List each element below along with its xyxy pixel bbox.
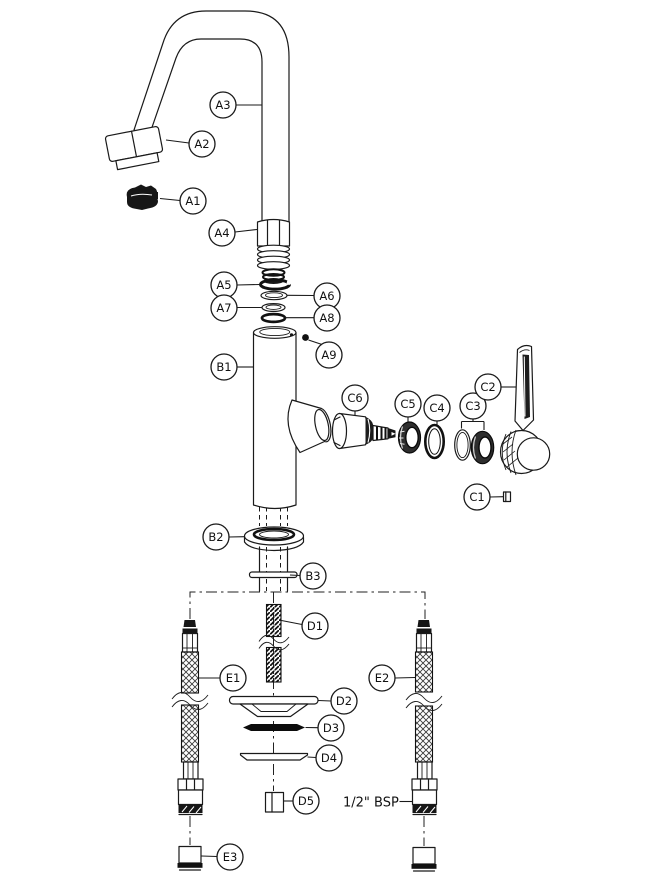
flexi-hose-e2 <box>405 620 443 816</box>
part-label-c1: C1 <box>463 483 504 511</box>
part-label-e3: E3 <box>201 843 244 871</box>
spout-adapter-a4 <box>256 218 291 284</box>
part-label-e2: E2 <box>368 664 416 692</box>
part-label-a5: A5 <box>210 271 261 299</box>
spout-tube-a3 <box>133 10 290 224</box>
part-label-d5: D5 <box>284 787 320 815</box>
threaded-rod-d1 <box>258 603 290 683</box>
thread-size-note: 1/2" BSP <box>343 796 412 811</box>
part-label-d4: D4 <box>307 744 343 772</box>
aerator-nut-a2 <box>104 126 164 171</box>
o-ring-a8 <box>260 312 287 324</box>
washer-a6 <box>260 290 288 301</box>
faucet-body-b1 <box>252 326 332 510</box>
part-label-c6: C6 <box>341 384 369 415</box>
svg-text:A2: A2 <box>194 137 209 151</box>
aerator-insert-a1 <box>126 184 158 210</box>
part-label-a7: A7 <box>210 294 262 322</box>
part-label-a3: A3 <box>209 91 262 119</box>
hose-seal-e3 <box>177 845 203 871</box>
svg-text:B2: B2 <box>208 530 223 544</box>
base-gasket-b3 <box>248 571 298 579</box>
shaped-washer-d4 <box>239 752 309 761</box>
part-label-c5: C5 <box>394 390 422 422</box>
svg-text:D2: D2 <box>336 694 352 708</box>
cartridge-nut-c5 <box>397 421 422 454</box>
part-label-a2: A2 <box>165 130 216 158</box>
flexi-hose-e1 <box>171 620 209 816</box>
part-label-c2: C2 <box>474 373 517 401</box>
grub-screw-a9 <box>302 334 309 341</box>
svg-text:E2: E2 <box>375 671 390 685</box>
svg-text:D1: D1 <box>307 619 323 633</box>
svg-text:A7: A7 <box>216 301 231 315</box>
part-label-a1: A1 <box>159 187 207 215</box>
part-label-a8: A8 <box>285 304 341 332</box>
svg-text:A8: A8 <box>319 311 334 325</box>
spacer-ring-c3a <box>454 429 471 461</box>
part-label-a9: A9 <box>308 339 343 369</box>
svg-text:E3: E3 <box>223 850 238 864</box>
mounting-nut-d5 <box>264 791 285 813</box>
part-label-e1: E1 <box>199 664 247 692</box>
part-label-d1: D1 <box>281 612 329 640</box>
ring-a7 <box>261 303 286 313</box>
svg-text:D4: D4 <box>321 751 337 765</box>
part-label-b2: B2 <box>202 523 245 551</box>
rubber-washer-d3 <box>243 724 305 731</box>
hose-seal-e3-right <box>411 846 437 872</box>
svg-text:A4: A4 <box>214 226 229 240</box>
cartridge-c6 <box>331 412 396 450</box>
svg-text:C1: C1 <box>469 490 484 504</box>
svg-text:C4: C4 <box>429 401 444 415</box>
handle-lever-c2 <box>499 344 551 476</box>
base-flange-b2 <box>243 526 305 552</box>
snap-ring-a5 <box>259 278 292 291</box>
cover-ring-c3b <box>470 430 495 465</box>
inlet-tubes <box>258 507 289 592</box>
clamp-plate-d2 <box>228 695 319 718</box>
thread-size-text: 1/2" BSP <box>343 796 399 811</box>
svg-text:A6: A6 <box>319 289 334 303</box>
svg-text:C2: C2 <box>480 380 495 394</box>
part-label-c4: C4 <box>423 394 451 425</box>
svg-text:A5: A5 <box>216 278 231 292</box>
part-label-b3: B3 <box>289 562 327 590</box>
o-ring-c4 <box>423 423 445 460</box>
handle-screw-c1 <box>502 491 512 503</box>
svg-text:A9: A9 <box>321 348 336 362</box>
svg-text:B3: B3 <box>305 569 320 583</box>
svg-text:C5: C5 <box>400 397 415 411</box>
part-label-b1: B1 <box>210 353 253 381</box>
svg-text:A1: A1 <box>185 194 200 208</box>
svg-text:B1: B1 <box>216 360 231 374</box>
svg-text:C6: C6 <box>347 391 362 405</box>
svg-text:D3: D3 <box>323 721 339 735</box>
part-label-d2: D2 <box>318 687 358 715</box>
svg-text:E1: E1 <box>226 671 241 685</box>
part-label-d3: D3 <box>305 714 345 742</box>
part-label-a6: A6 <box>287 282 341 310</box>
svg-text:A3: A3 <box>215 98 230 112</box>
svg-text:D5: D5 <box>298 794 314 808</box>
part-label-c3: C3 <box>459 392 487 430</box>
svg-text:C3: C3 <box>465 399 480 413</box>
part-label-a4: A4 <box>208 219 258 247</box>
